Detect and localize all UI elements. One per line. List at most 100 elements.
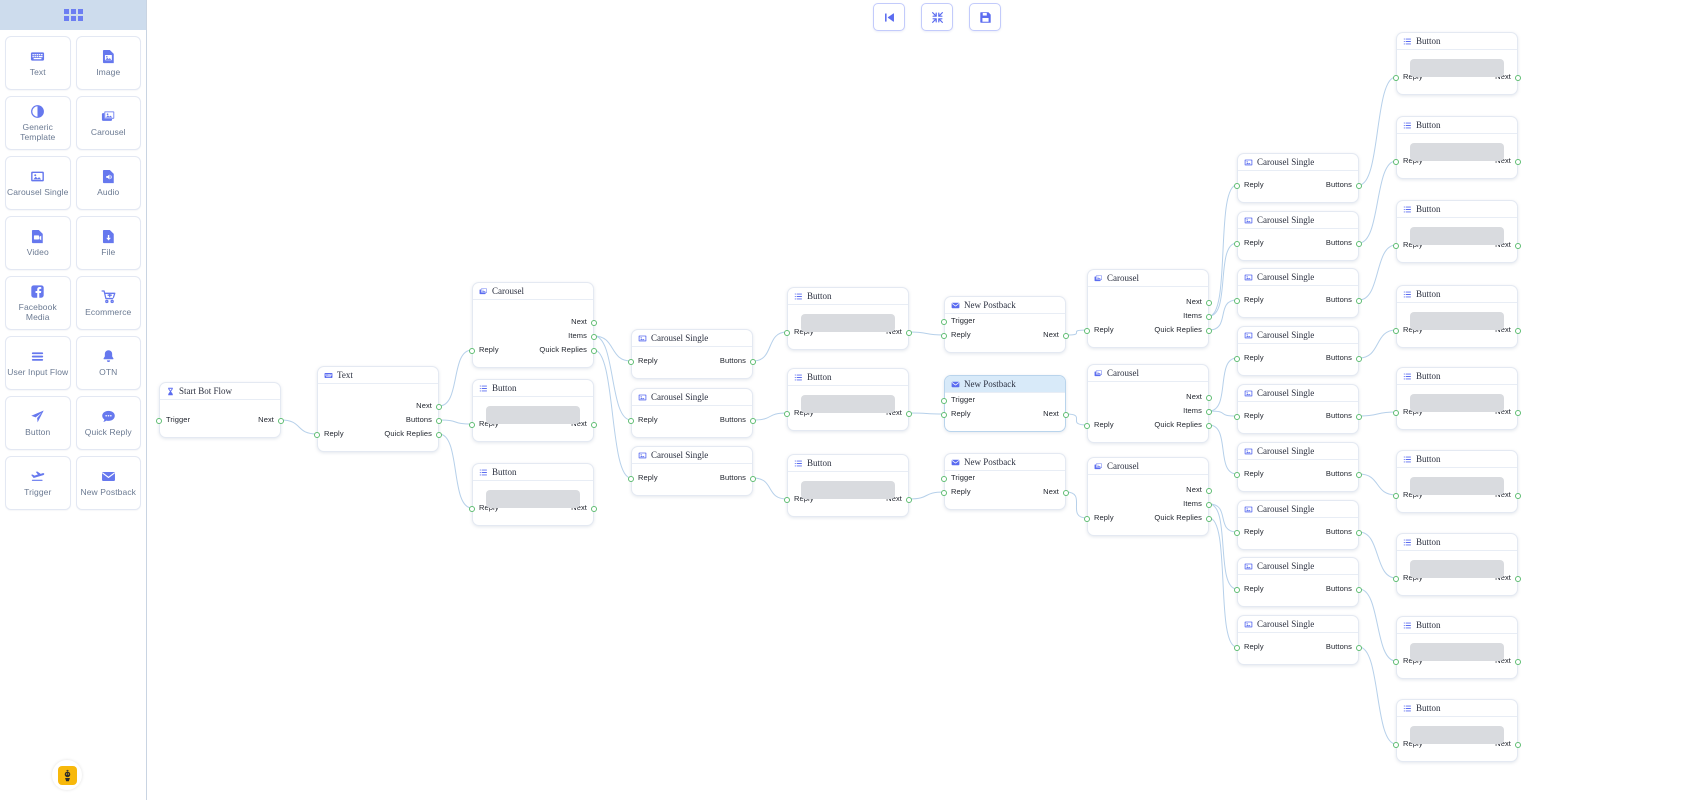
node-header[interactable]: New Postback [945,297,1065,314]
node-header[interactable]: Button [1397,286,1517,303]
port-out-buttons[interactable]: Buttons [1325,411,1352,420]
node-header[interactable]: Start Bot Flow [160,383,280,400]
port-in-reply[interactable]: Reply [1244,295,1264,304]
port-in-trigger[interactable]: Trigger [951,473,976,482]
port-dot-out[interactable] [436,418,442,424]
port-dot-in[interactable] [941,490,947,496]
sidebar-header[interactable] [0,0,146,30]
port-dot-out[interactable] [436,432,442,438]
port-dot-out[interactable] [750,476,756,482]
button-placeholder[interactable] [1410,394,1504,412]
port-dot-out[interactable] [1206,395,1212,401]
port-dot-in[interactable] [1234,298,1240,304]
port-in-trigger[interactable]: Trigger [166,415,191,424]
node-header[interactable]: Button [788,369,908,386]
port-dot-in[interactable] [1393,328,1399,334]
port-out-next[interactable]: Next [1495,156,1511,165]
node-header[interactable]: Carousel Single [1238,154,1358,171]
port-out-quick-replies[interactable]: Quick Replies [1154,420,1202,429]
port-dot-out[interactable] [591,348,597,354]
port-out-quick-replies[interactable]: Quick Replies [1154,325,1202,334]
palette-item-new-postback[interactable]: New Postback [75,456,141,510]
port-out-buttons[interactable]: Buttons [405,415,432,424]
port-dot-in[interactable] [1393,410,1399,416]
fit-view-button[interactable] [921,3,953,31]
node-header[interactable]: Button [788,455,908,472]
port-dot-in[interactable] [1084,328,1090,334]
node-header[interactable]: Carousel Single [632,389,752,406]
palette-item-image[interactable]: Image [75,36,141,90]
port-in-reply[interactable]: Reply [951,409,971,418]
port-dot-out[interactable] [1515,576,1521,582]
flow-node-button[interactable]: ButtonNextReply [1393,200,1521,263]
port-out-next[interactable]: Next [1495,72,1511,81]
port-dot-in[interactable] [784,330,790,336]
port-dot-out[interactable] [750,359,756,365]
node-header[interactable]: Button [1397,451,1517,468]
port-dot-in[interactable] [1084,423,1090,429]
flow-node-button[interactable]: ButtonNextReply [1393,116,1521,179]
node-header[interactable]: Carousel Single [1238,558,1358,575]
port-dot-in[interactable] [628,359,634,365]
port-out-quick-replies[interactable]: Quick Replies [1154,513,1202,522]
port-dot-in[interactable] [1393,243,1399,249]
port-dot-in[interactable] [784,411,790,417]
port-out-next[interactable]: Next [886,408,902,417]
port-out-buttons[interactable]: Buttons [1325,642,1352,651]
button-placeholder[interactable] [486,406,580,424]
flow-node-button[interactable]: ButtonNextReply [1393,616,1521,679]
port-dot-in[interactable] [628,418,634,424]
button-placeholder[interactable] [486,490,580,508]
port-out-items[interactable]: Items [1183,311,1202,320]
port-dot-out[interactable] [906,497,912,503]
port-out-buttons[interactable]: Buttons [1325,469,1352,478]
port-out-buttons[interactable]: Buttons [719,473,746,482]
port-dot-out[interactable] [1063,412,1069,418]
port-dot-out[interactable] [906,330,912,336]
port-out-quick-replies[interactable]: Quick Replies [539,345,587,354]
port-dot-in[interactable] [156,418,162,424]
save-button[interactable] [969,3,1001,31]
button-placeholder[interactable] [1410,227,1504,245]
palette-item-file[interactable]: File [75,216,141,270]
port-dot-out[interactable] [591,334,597,340]
port-out-next[interactable]: Next [1495,240,1511,249]
port-out-buttons[interactable]: Buttons [1325,238,1352,247]
port-dot-in[interactable] [1234,356,1240,362]
node-header[interactable]: Button [1397,201,1517,218]
port-dot-in[interactable] [314,432,320,438]
port-in-reply[interactable]: Reply [1244,180,1264,189]
port-dot-out[interactable] [1356,587,1362,593]
port-in-reply[interactable]: Reply [951,330,971,339]
port-dot-in[interactable] [941,398,947,404]
port-in-reply[interactable]: Reply [324,429,344,438]
port-dot-out[interactable] [1515,328,1521,334]
port-out-items[interactable]: Items [568,331,587,340]
port-dot-in[interactable] [1393,75,1399,81]
port-dot-out[interactable] [1206,488,1212,494]
port-dot-in[interactable] [941,476,947,482]
button-placeholder[interactable] [801,314,895,332]
port-dot-out[interactable] [1515,159,1521,165]
port-dot-out[interactable] [1356,241,1362,247]
port-dot-in[interactable] [628,476,634,482]
port-in-reply[interactable]: Reply [1244,238,1264,247]
port-out-buttons[interactable]: Buttons [1325,353,1352,362]
port-in-reply[interactable]: Reply [638,356,658,365]
port-dot-in[interactable] [1084,516,1090,522]
port-dot-out[interactable] [278,418,284,424]
port-dot-in[interactable] [1234,587,1240,593]
button-placeholder[interactable] [1410,477,1504,495]
palette-item-carousel[interactable]: Carousel [75,96,141,150]
port-dot-out[interactable] [1356,414,1362,420]
port-out-next[interactable]: Next [1186,392,1202,401]
bot-avatar-icon[interactable] [52,760,82,790]
node-header[interactable]: Carousel Single [1238,327,1358,344]
port-in-reply[interactable]: Reply [479,345,499,354]
